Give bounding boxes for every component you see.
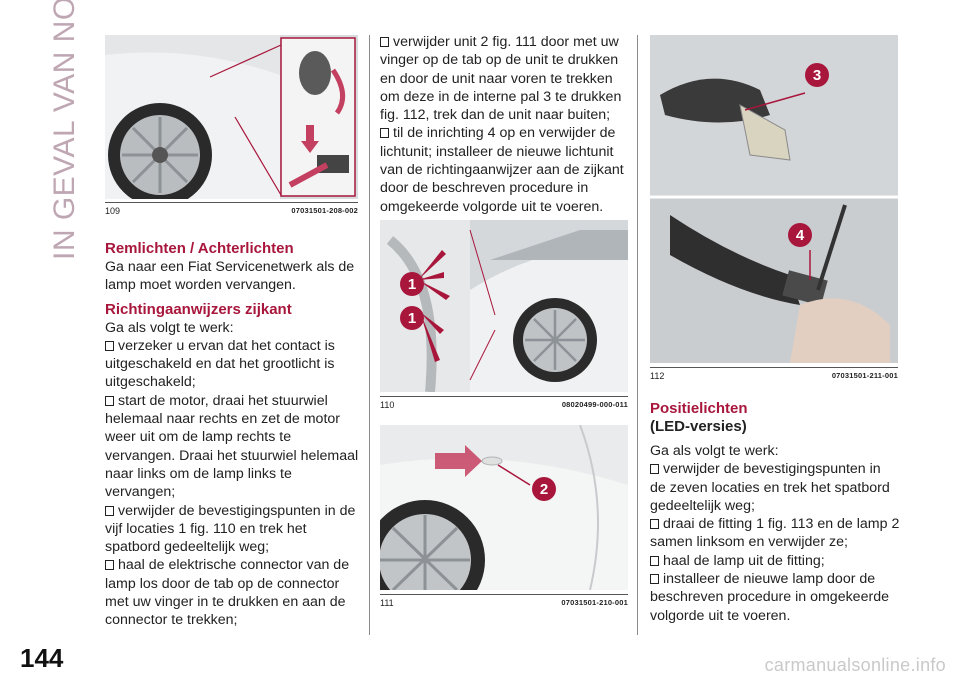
list-item: installeer de nieuwe lamp door de beschr…	[650, 570, 900, 625]
figure-112-caption: 112 07031501-211-001	[650, 367, 898, 381]
figure-code: 07031501-210-001	[561, 598, 628, 607]
checkbox-bullet-icon	[650, 519, 659, 530]
figure-number: 110	[380, 400, 395, 410]
list-item-text: til de inrichting 4 op en verwijder de l…	[380, 125, 624, 215]
figure-110-image: 1 1	[380, 220, 628, 392]
figure-code: 08020499-000-011	[561, 400, 628, 409]
heading-led-versies: (LED-versies)	[650, 418, 747, 435]
column-divider	[637, 35, 638, 635]
list-item: draai de fitting 1 fig. 113 en de lamp 2…	[650, 515, 900, 552]
list-item-text: haal de elektrische connector van de lam…	[105, 557, 350, 629]
list-item-text: verzeker u ervan dat het contact is uitg…	[105, 337, 335, 391]
page-number: 144	[20, 643, 64, 673]
list-item-text: installeer de nieuwe lamp door de beschr…	[650, 571, 889, 624]
figure-109-image	[105, 35, 358, 199]
heading-richtingaanwijzers: Richtingaanwijzers zijkant	[105, 300, 292, 318]
figure-112-image: 3 4	[650, 35, 898, 363]
figure-111-caption: 111 07031501-210-001	[380, 594, 628, 608]
list-item-text: verwijder de bevestigingspunten in de vi…	[105, 502, 356, 556]
checkbox-bullet-icon	[380, 128, 389, 139]
figure-code: 07031501-208-002	[291, 206, 358, 215]
checkbox-bullet-icon	[105, 395, 114, 406]
checkbox-bullet-icon	[650, 574, 659, 585]
list-item: start de motor, draai het stuurwiel hele…	[105, 392, 360, 502]
intro-text: Ga als volgt te werk:	[105, 319, 234, 336]
checkbox-bullet-icon	[650, 464, 659, 475]
column-divider	[369, 35, 370, 635]
list-item-text: start de motor, draai het stuurwiel hele…	[105, 392, 359, 501]
callout-marker: 1	[400, 272, 424, 296]
checkbox-bullet-icon	[105, 340, 114, 351]
list-item: haal de elektrische connector van de lam…	[105, 556, 360, 629]
intro-text: Ga als volgt te werk:	[650, 443, 779, 459]
callout-marker: 3	[805, 63, 829, 87]
list-item: verwijder unit 2 fig. 111 door met uw vi…	[380, 33, 630, 124]
list-item: til de inrichting 4 op en verwijder de l…	[380, 124, 630, 215]
callout-marker: 1	[400, 306, 424, 330]
list-item: haal de lamp uit de fitting;	[650, 552, 900, 570]
heading-positielichten: Positielichten	[650, 400, 748, 417]
list-item: verwijder de bevestigingspunten in de vi…	[105, 502, 360, 557]
callout-marker: 2	[532, 477, 556, 501]
watermark: carmanualsonline.info	[764, 655, 946, 675]
checkbox-bullet-icon	[105, 560, 114, 571]
list-item-text: verwijder de bevestigingspunten in de ze…	[650, 461, 890, 514]
figure-110-caption: 110 08020499-000-011	[380, 396, 628, 410]
figure-109-caption: 109 07031501-208-002	[105, 202, 358, 216]
paragraph: Ga naar een Fiat Servicenetwerk als de l…	[105, 259, 355, 294]
figure-code: 07031501-211-001	[831, 371, 898, 380]
checkbox-bullet-icon	[105, 505, 114, 516]
heading-remlichten: Remlichten / Achterlichten	[105, 240, 294, 257]
list-item-text: draai de fitting 1 fig. 113 en de lamp 2…	[650, 516, 900, 551]
column-1-text: Remlichten / Achterlichten Ga naar een F…	[105, 240, 360, 630]
figure-111-image: 2	[380, 425, 628, 590]
checkbox-bullet-icon	[380, 37, 389, 47]
column-3-text: Positielichten (LED-versies) Ga als volg…	[650, 400, 900, 625]
column-2-text: verwijder unit 2 fig. 111 door met uw vi…	[380, 33, 630, 216]
chapter-title: IN GEVAL VAN NOOD	[48, 0, 81, 260]
callout-marker: 4	[788, 223, 812, 247]
figure-number: 109	[105, 206, 121, 216]
list-item: verwijder de bevestigingspunten in de ze…	[650, 460, 900, 515]
list-item-text: haal de lamp uit de fitting;	[663, 552, 825, 569]
figure-number: 111	[380, 598, 394, 608]
list-item-text: verwijder unit 2 fig. 111 door met uw vi…	[380, 34, 622, 124]
list-item: verzeker u ervan dat het contact is uitg…	[105, 337, 360, 392]
figure-number: 112	[650, 371, 665, 381]
checkbox-bullet-icon	[650, 555, 659, 566]
